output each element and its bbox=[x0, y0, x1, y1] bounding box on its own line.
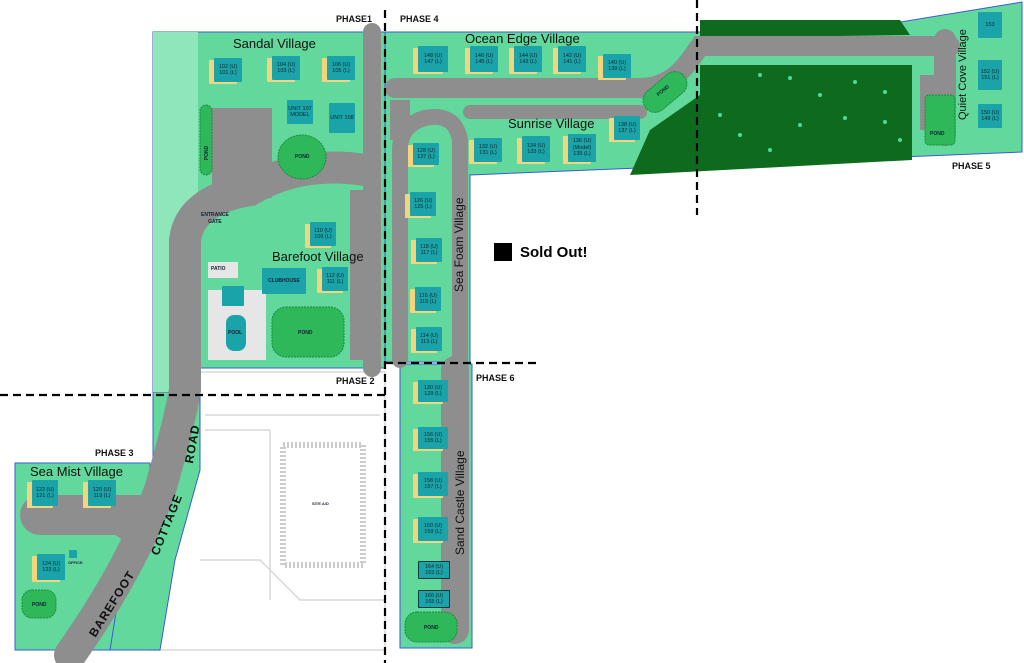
unit-sea-foam-4: 114 (U) 113 (L) bbox=[416, 327, 442, 351]
phase-4-label: PHASE 4 bbox=[400, 14, 439, 24]
unit-sea-foam-1: 126 (U) 125 (L) bbox=[410, 192, 436, 216]
pool-building bbox=[222, 286, 244, 306]
pond-label: POND bbox=[298, 330, 313, 336]
unit-sea-foam-2: 118 (U) 117 (L) bbox=[416, 238, 442, 262]
unit-sea-foam-3: 116 (U) 115 (L) bbox=[415, 287, 441, 311]
sandal-village-label: Sandal Village bbox=[233, 36, 316, 51]
unit-quiet-cove-0: 153 bbox=[978, 12, 1002, 38]
unit-ocean-edge-2: 144 (U) 143 (L) bbox=[514, 46, 542, 72]
pool bbox=[226, 315, 246, 351]
phase-2-label: PHASE 2 bbox=[336, 376, 375, 386]
unit-sunrise-1: 134 (U) 133 (L) bbox=[522, 136, 550, 162]
sea-foam-village-label: Sea Foam Village bbox=[452, 197, 466, 293]
unit-sandal-0: 102 (U) 101 (L) bbox=[214, 58, 242, 82]
legend-sold-out: Sold Out! bbox=[494, 243, 588, 261]
unit-sea-foam-0: 128 (U) 127 (L) bbox=[413, 143, 439, 165]
phase-1-label: PHASE1 bbox=[336, 14, 373, 24]
entrance-gate-label: ENTRANCE GATE bbox=[201, 212, 229, 225]
pool-label: POOL bbox=[228, 330, 243, 336]
unit-sand-castle-3: 160 (U) 159 (L) bbox=[418, 517, 448, 541]
clubhouse-label: CLUBHOUSE bbox=[268, 277, 300, 284]
unit-sand-castle-5: 166 (U) 165 (L) bbox=[418, 590, 450, 608]
unit-sand-castle-4: 164 (U) 163 (L) bbox=[418, 561, 450, 579]
pond-label: POND bbox=[204, 145, 211, 161]
patio-label: PATIO bbox=[211, 266, 226, 272]
phase-3-label: PHASE 3 bbox=[95, 448, 134, 458]
unit-sand-castle-0: 130 (U) 129 (L) bbox=[418, 380, 448, 402]
site-label: SITE A/D bbox=[312, 501, 329, 506]
sold-out-label: Sold Out! bbox=[520, 243, 588, 261]
unit-sunrise-3: 138 (U) 137 (L) bbox=[614, 116, 640, 140]
barefoot-village-label: Barefoot Village bbox=[272, 249, 364, 264]
unit-ocean-edge-3: 142 (U) 141 (L) bbox=[558, 46, 586, 72]
unit-sunrise-0: 132 (U) 131 (L) bbox=[474, 138, 502, 162]
unit-sandal-2: 106 (U) 105 (L) bbox=[327, 56, 355, 80]
unit-sandal-1: 104 (U) 103 (L) bbox=[272, 56, 300, 80]
unit-sandal-4: UNIT 108 bbox=[329, 103, 355, 133]
unit-barefoot-0: 110 (U) 109 (L) bbox=[310, 222, 336, 246]
unit-sand-castle-1: 156 (U) 155 (L) bbox=[418, 427, 448, 449]
sea-mist-village-label: Sea Mist Village bbox=[30, 464, 123, 479]
unit-ocean-edge-0: 148 (U) 147 (L) bbox=[418, 46, 448, 72]
quiet-cove-village-label: Quiet Cove Village bbox=[957, 29, 969, 120]
sunrise-village-label: Sunrise Village bbox=[508, 116, 595, 131]
phase2-lot-outlines bbox=[150, 371, 386, 651]
tree-markers bbox=[718, 73, 902, 152]
pond-label: POND bbox=[930, 131, 945, 137]
clubhouse: CLUBHOUSE bbox=[262, 268, 306, 294]
phase-boundaries bbox=[0, 0, 699, 663]
unit-sea-mist-2: 124 (U) 123 (L) bbox=[37, 554, 65, 580]
unit-ocean-edge-4: 140 (U) 139 (L) bbox=[603, 54, 631, 78]
unit-sunrise-2: 136 (U) (Model) 135 (L) bbox=[568, 134, 596, 162]
unit-barefoot-1: 112 (U) 111 (L) bbox=[322, 267, 348, 291]
ponds bbox=[21, 71, 956, 643]
unit-quiet-cove-2: 150 (U) 149 (L) bbox=[978, 104, 1002, 128]
patio bbox=[208, 262, 238, 278]
unit-sea-mist-0: 122 (U) 121 (L) bbox=[32, 480, 58, 506]
office-building bbox=[69, 550, 77, 558]
preserve-strip bbox=[700, 20, 910, 38]
phase-6-label: PHASE 6 bbox=[476, 373, 515, 383]
sold-out-swatch bbox=[494, 243, 512, 261]
unit-sandal-3: UNIT 107 MODEL bbox=[287, 100, 313, 124]
phase-5-label: PHASE 5 bbox=[952, 161, 991, 171]
office-label: OFFICE bbox=[68, 560, 83, 565]
ocean-edge-village-label: Ocean Edge Village bbox=[465, 31, 580, 46]
unit-sand-castle-2: 158 (U) 157 (L) bbox=[418, 472, 448, 496]
pond-label: POND bbox=[424, 625, 439, 631]
pond-label: POND bbox=[32, 602, 47, 608]
pond-label: POND bbox=[295, 154, 310, 160]
preserve-area bbox=[630, 65, 912, 175]
sand-castle-village-label: Sand Castle Village bbox=[453, 450, 467, 555]
unit-quiet-cove-1: 152 (U) 151 (L) bbox=[978, 60, 1002, 90]
unit-ocean-edge-1: 146 (U) 145 (L) bbox=[470, 46, 498, 72]
unit-sea-mist-1: 120 (U) 119 (L) bbox=[88, 480, 116, 506]
